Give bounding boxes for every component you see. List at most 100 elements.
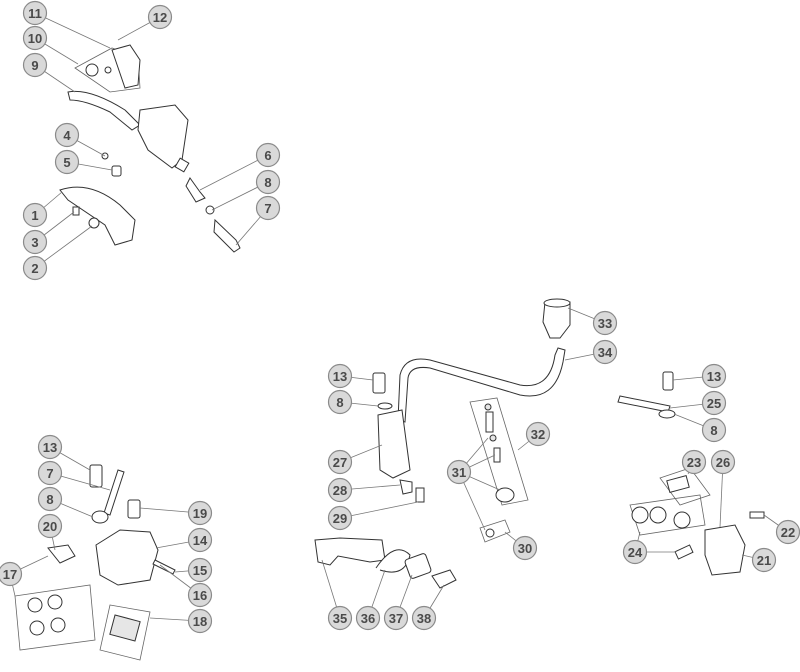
callout-number: 13 <box>333 369 347 384</box>
callout-circle <box>701 363 727 389</box>
callout-circle <box>37 486 63 512</box>
callout-number: 5 <box>63 155 70 170</box>
callout-number: 1 <box>31 208 38 223</box>
master-cylinder-assembly <box>59 44 241 253</box>
callout-part-11: 11 <box>22 0 48 26</box>
leader-line <box>34 12 111 49</box>
callout-circle <box>701 390 727 416</box>
callout-circle <box>327 363 353 389</box>
callout-part-28: 28 <box>327 477 353 503</box>
callout-circle <box>446 459 472 485</box>
callout-part-25: 25 <box>701 390 727 416</box>
callout-circle <box>355 605 381 631</box>
callout-number: 2 <box>31 261 38 276</box>
callout-circle <box>411 605 437 631</box>
callout-circle <box>37 460 63 486</box>
callout-circle <box>255 169 281 195</box>
callout-number: 14 <box>193 533 208 548</box>
callout-number: 7 <box>264 201 271 216</box>
callout-part-32: 32 <box>525 421 551 447</box>
callout-part-31: 31 <box>446 459 472 485</box>
callout-part-7: 7 <box>37 460 63 486</box>
callout-part-10: 10 <box>22 25 48 51</box>
callout-number: 11 <box>28 6 42 21</box>
callout-number: 28 <box>333 483 347 498</box>
callout-part-15: 15 <box>187 557 213 583</box>
callout-part-3: 3 <box>22 229 48 255</box>
callout-part-29: 29 <box>327 505 353 531</box>
callout-number: 13 <box>707 369 721 384</box>
callout-circle <box>187 527 213 553</box>
callout-part-16: 16 <box>187 582 213 608</box>
callout-part-24: 24 <box>622 539 648 565</box>
callout-part-13: 13 <box>701 363 727 389</box>
callout-circle <box>751 547 777 573</box>
callout-circle <box>383 605 409 631</box>
callout-number: 10 <box>28 31 42 46</box>
callout-number: 35 <box>333 611 347 626</box>
callout-number: 32 <box>531 427 545 442</box>
callout-number: 22 <box>781 525 795 540</box>
callout-number: 20 <box>43 519 57 534</box>
callout-circle <box>187 608 213 634</box>
callout-number: 23 <box>687 455 701 470</box>
callout-number: 19 <box>193 506 207 521</box>
callout-number: 25 <box>707 396 721 411</box>
callout-part-14: 14 <box>187 527 213 553</box>
callout-circle <box>22 25 48 51</box>
front-caliper-assembly <box>14 464 176 661</box>
leader-line <box>339 501 419 519</box>
callout-part-4: 4 <box>54 122 80 148</box>
callout-number: 9 <box>31 58 38 73</box>
callout-part-20: 20 <box>37 513 63 539</box>
rear-master-cylinder-assembly <box>314 298 571 589</box>
callout-number: 12 <box>153 10 167 25</box>
callout-circle <box>54 122 80 148</box>
callout-part-27: 27 <box>327 449 353 475</box>
callout-circle <box>512 535 538 561</box>
callout-circle <box>22 52 48 78</box>
callout-part-5: 5 <box>54 149 80 175</box>
callout-circle <box>54 149 80 175</box>
callout-circle <box>37 434 63 460</box>
callout-part-19: 19 <box>187 500 213 526</box>
callout-part-21: 21 <box>751 547 777 573</box>
callout-part-13: 13 <box>327 363 353 389</box>
callout-part-37: 37 <box>383 605 409 631</box>
callout-circle <box>701 417 727 443</box>
callout-circle <box>327 389 353 415</box>
callout-circle <box>22 202 48 228</box>
callout-number: 34 <box>598 345 613 360</box>
parts-drawings <box>14 44 765 661</box>
callout-number: 18 <box>193 614 207 629</box>
callout-part-8: 8 <box>255 169 281 195</box>
callout-part-2: 2 <box>22 255 48 281</box>
callout-number: 8 <box>46 492 53 507</box>
callout-number: 16 <box>193 588 207 603</box>
callout-circle <box>22 0 48 26</box>
callout-part-30: 30 <box>512 535 538 561</box>
callout-circle <box>327 605 353 631</box>
callout-circle <box>37 513 63 539</box>
callout-number: 8 <box>710 423 717 438</box>
callout-number: 31 <box>452 465 466 480</box>
callout-part-35: 35 <box>327 605 353 631</box>
callout-part-23: 23 <box>681 449 707 475</box>
callout-part-26: 26 <box>710 449 736 475</box>
callout-part-33: 33 <box>592 310 618 336</box>
callout-number: 17 <box>3 567 17 582</box>
callout-number: 37 <box>389 611 403 626</box>
callout-part-9: 9 <box>22 52 48 78</box>
callout-circle <box>255 195 281 221</box>
callout-part-34: 34 <box>592 339 618 365</box>
callout-number: 15 <box>193 563 207 578</box>
callout-number: 38 <box>417 611 431 626</box>
callout-number: 13 <box>43 440 57 455</box>
callout-circle <box>187 582 213 608</box>
callout-part-7: 7 <box>255 195 281 221</box>
callout-number: 33 <box>598 316 612 331</box>
callout-circle <box>22 255 48 281</box>
callout-part-22: 22 <box>775 519 800 545</box>
